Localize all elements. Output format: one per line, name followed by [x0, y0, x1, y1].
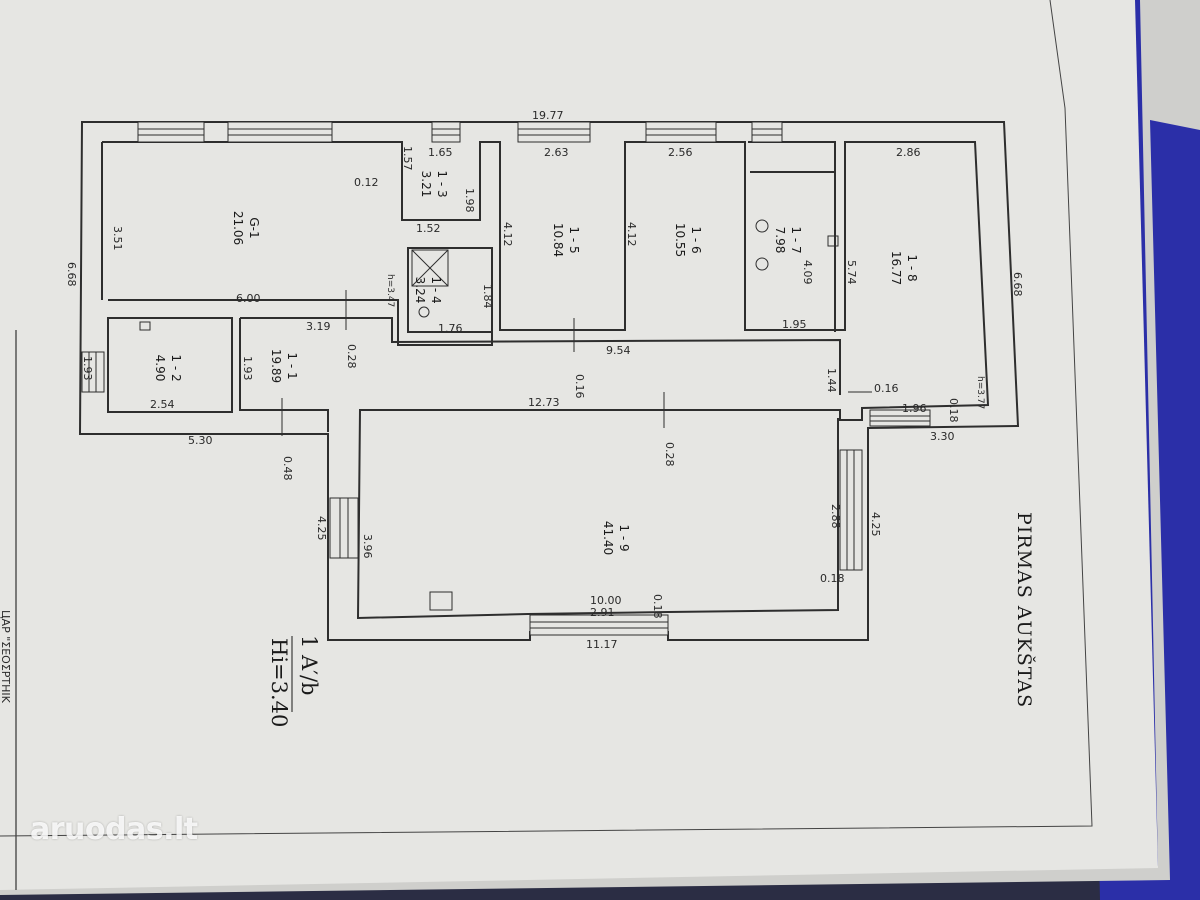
room-1-8: 1 - 8 16.77 — [889, 251, 919, 285]
room-id: 1 - 5 — [567, 226, 581, 253]
room-area: 3.21 — [419, 171, 433, 198]
room-id: 1 - 2 — [169, 354, 183, 381]
dim-label: 0.18 — [651, 594, 664, 619]
dim-label: 0.28 — [345, 344, 358, 369]
dim-label: h=3.77 — [975, 376, 985, 409]
room-labels: G-1 21.06 1 - 3 3.21 1 - 4 3.24 1 - 5 10… — [153, 170, 919, 555]
room-1-4: 1 - 4 3.24 — [413, 276, 443, 303]
dim-label: 2.56 — [668, 146, 693, 159]
paper-sheet — [0, 0, 1158, 890]
scale-line-2: Hi=3.40 — [267, 638, 291, 727]
dim-label: 0.28 — [663, 442, 676, 467]
dim-label: 1.95 — [782, 318, 807, 331]
room-1-7: 1 - 7 7.98 — [773, 226, 803, 253]
dim-label: 4.25 — [869, 512, 882, 537]
dim-label: 3.96 — [361, 534, 374, 559]
dim-label: 1.96 — [902, 402, 927, 415]
dim-label: h=3.47 — [385, 274, 395, 307]
dim-label: 2.91 — [590, 606, 615, 619]
margin-form-text: ЦАР "ΣΕΟΣΡΤΗΙΚ — [0, 610, 12, 704]
room-area: 10.84 — [551, 223, 565, 257]
dim-label: 4.25 — [315, 516, 328, 541]
dim-label: 1.65 — [428, 146, 453, 159]
room-id: 1 - 7 — [789, 226, 803, 253]
room-area: 21.06 — [231, 211, 245, 245]
fixtures — [139, 219, 839, 611]
dim-label: 6.68 — [65, 262, 78, 287]
room-id: 1 - 8 — [905, 254, 919, 281]
dim-label: 5.30 — [188, 434, 213, 447]
room-1-9: 1 - 9 41.40 — [601, 521, 631, 555]
dim-label: 1.93 — [81, 356, 94, 381]
dim-label: 1.84 — [481, 284, 494, 309]
room-g-1: G-1 21.06 — [231, 211, 261, 245]
dim-label: 6.68 — [1011, 272, 1024, 297]
dim-label: 10.00 — [590, 594, 622, 607]
room-1-3: 1 - 3 3.21 — [419, 170, 449, 197]
room-id: 1 - 9 — [617, 524, 631, 551]
dimension-marks — [281, 290, 872, 436]
dim-label: 0.12 — [354, 176, 379, 189]
dim-label: 1.52 — [416, 222, 441, 235]
aruodas-watermark-logo: aruodas.lt — [30, 812, 198, 847]
dim-label: 19.77 — [532, 109, 564, 122]
dim-label: 3.51 — [111, 226, 124, 251]
room-1-5: 1 - 5 10.84 — [551, 223, 581, 257]
room-1-1: 1 - 1 19.89 — [269, 349, 299, 383]
room-id: G-1 — [247, 217, 261, 238]
dim-label: 2.63 — [544, 146, 569, 159]
dim-label: 5.74 — [845, 260, 858, 285]
dim-label: 1.44 — [825, 368, 838, 393]
dim-label: 0.16 — [573, 374, 586, 399]
room-area: 16.77 — [889, 251, 903, 285]
dim-label: 9.54 — [606, 344, 631, 357]
dim-label: 1.98 — [463, 188, 476, 213]
room-1-6: 1 - 6 10.55 — [673, 223, 703, 257]
dim-label: 11.17 — [586, 638, 618, 651]
dimension-labels: 19.77 1.65 2.63 2.56 2.86 1.57 1.98 0.12… — [65, 109, 1024, 651]
room-area: 19.89 — [269, 349, 283, 383]
watermark-tld: .lt — [163, 812, 198, 847]
dim-label: 2.88 — [829, 504, 842, 529]
watermark-brand: aruodas — [30, 812, 164, 847]
dim-label: 1.57 — [401, 146, 414, 171]
dim-label: 0.48 — [281, 456, 294, 481]
dim-label: 0.18 — [947, 398, 960, 423]
room-1-2: 1 - 2 4.90 — [153, 354, 183, 381]
dim-label: 1.93 — [241, 356, 254, 381]
room-area: 41.40 — [601, 521, 615, 555]
dim-label: 4.12 — [501, 222, 514, 247]
dim-label: 2.86 — [896, 146, 921, 159]
windows — [81, 121, 931, 636]
dim-label: 6.00 — [236, 292, 261, 305]
room-id: 1 - 4 — [429, 276, 443, 303]
dim-label: 2.54 — [150, 398, 175, 411]
room-area: 3.24 — [413, 277, 427, 304]
dim-label: 1.76 — [438, 322, 463, 335]
dim-label: 3.30 — [930, 430, 955, 443]
dim-label: 4.12 — [625, 222, 638, 247]
scale-line-1: 1 A′/b — [297, 635, 321, 696]
dim-label: 0.16 — [874, 382, 899, 395]
room-id: 1 - 1 — [285, 352, 299, 379]
dim-label: 4.09 — [801, 260, 814, 285]
room-id: 1 - 3 — [435, 170, 449, 197]
drawing-frame — [0, 0, 1093, 837]
room-area: 4.90 — [153, 355, 167, 382]
floor-title: PIRMAS AUKŠTAS — [1013, 512, 1036, 708]
room-area: 10.55 — [673, 223, 687, 257]
room-id: 1 - 6 — [689, 226, 703, 253]
dim-label: 12.73 — [528, 396, 560, 409]
dim-label: 3.19 — [306, 320, 331, 333]
dim-label: 0.18 — [820, 572, 845, 585]
room-area: 7.98 — [773, 227, 787, 254]
